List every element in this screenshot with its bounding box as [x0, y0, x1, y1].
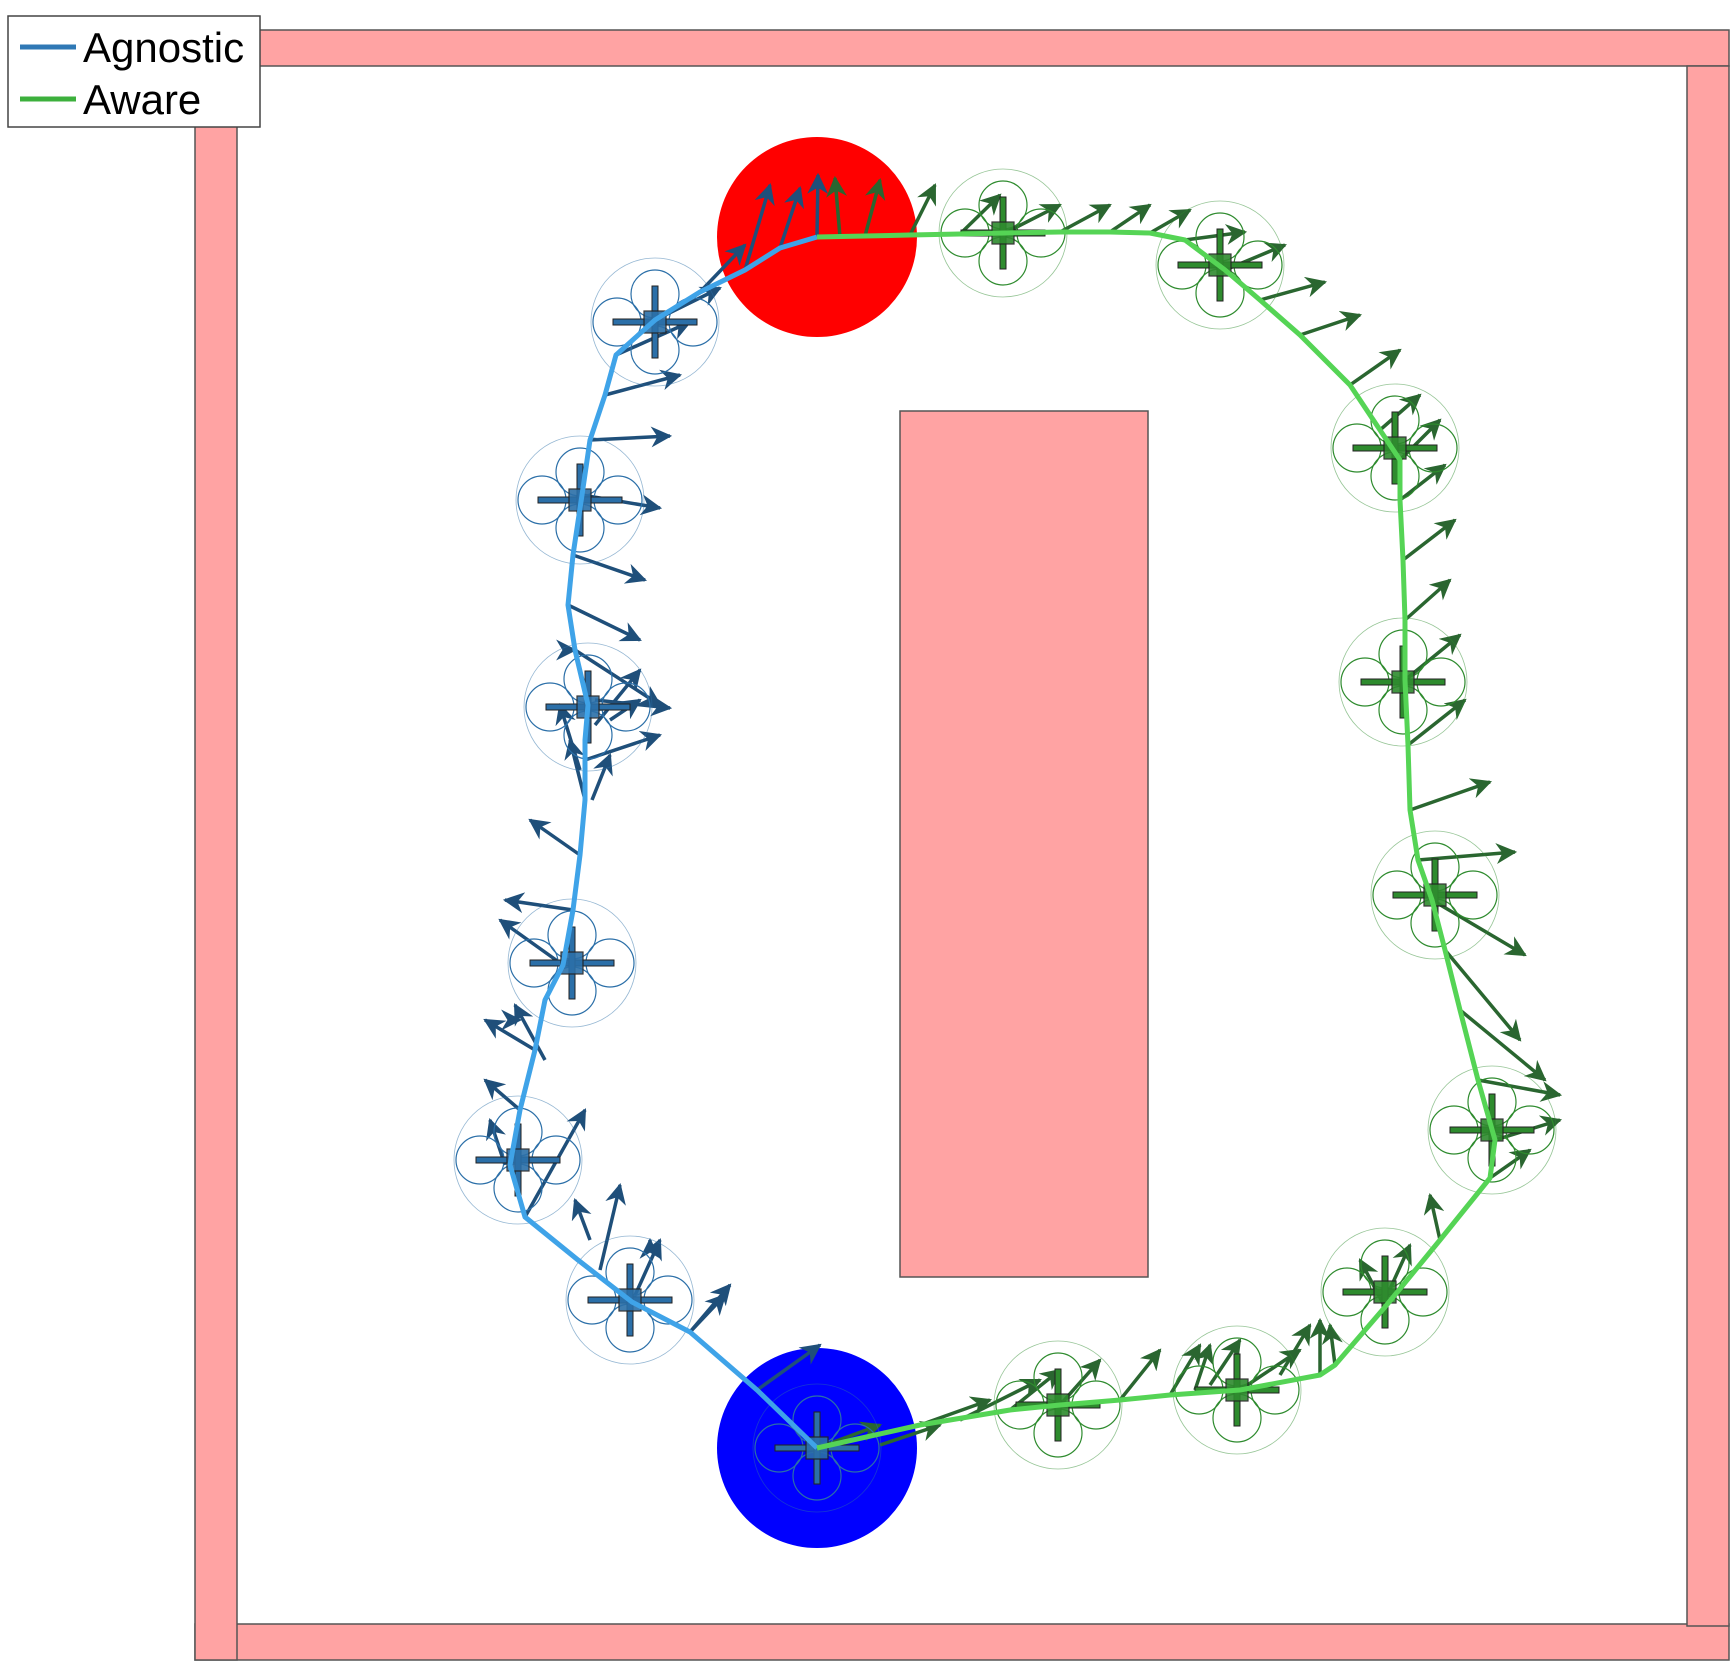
aware-arrow-21: [1458, 1008, 1547, 1082]
legend-box: [7, 15, 261, 128]
wall-top: [194, 29, 1730, 67]
aware-arrow-25: [1409, 778, 1492, 812]
agnostic-arrow-35: [743, 182, 775, 271]
aware-arrow-44: [863, 177, 886, 237]
aware-arrow-37: [1184, 224, 1248, 245]
central-block: [899, 410, 1149, 1278]
aware-arrow-29: [1401, 518, 1457, 562]
aware-arrow-9: [1193, 1343, 1214, 1391]
aware-arrow-43: [908, 183, 937, 236]
aware-arrow-32: [1378, 393, 1422, 432]
aware-arrow-20: [1477, 1078, 1563, 1102]
agnostic-arrow-3: [688, 1293, 727, 1334]
aware-arrow-33: [1348, 348, 1402, 387]
aware-arrow-18: [1488, 1148, 1532, 1180]
wall-bottom: [194, 1623, 1730, 1661]
agnostic-arrow-14: [498, 918, 565, 967]
wall-left: [194, 29, 238, 1661]
agnostic-force-arrows: [483, 172, 829, 1392]
aware-arrow-28: [1403, 578, 1452, 622]
aware-arrow-39: [1109, 203, 1152, 234]
agnostic-arrow-15: [502, 892, 574, 914]
agnostic-arrow-37: [807, 172, 829, 238]
aware-arrow-14: [1321, 1322, 1343, 1366]
aware-arrow-2: [879, 1421, 942, 1447]
aware-arrow-30: [1398, 463, 1447, 502]
agnostic-arrow-2: [755, 1343, 822, 1392]
agnostic-arrow-16: [528, 818, 582, 857]
agnostic-arrow-11: [513, 1003, 547, 1061]
aware-arrow-40: [1059, 203, 1112, 234]
agnostic-arrow-30: [589, 426, 673, 448]
agnostic-arrow-7: [571, 1198, 592, 1241]
agnostic-arrow-34: [698, 243, 747, 294]
agnostic-arrow-27: [567, 603, 642, 642]
agnostic-arrow-28: [572, 553, 647, 584]
legend: Agnostic Aware: [7, 15, 261, 128]
aware-arrow-7: [1118, 1348, 1162, 1402]
agnostic-trajectory: [507, 234, 819, 1450]
aware-arrow-17: [1423, 1192, 1445, 1241]
aware-drone-5: [1370, 830, 1500, 960]
aware-arrow-22: [1443, 948, 1522, 1042]
agnostic-arrow-18: [555, 702, 582, 771]
legend-aware-label: Aware: [83, 76, 201, 123]
aware-arrow-23: [1431, 898, 1527, 957]
wall-right: [1686, 65, 1730, 1627]
agnostic-arrow-21: [590, 753, 613, 801]
agnostic-arrow-24: [584, 731, 662, 762]
aware-arrow-4: [959, 1378, 1042, 1422]
agnostic-arrow-36: [778, 186, 804, 249]
agnostic-arrow-26: [574, 648, 662, 707]
aware-drone-7: [1320, 1227, 1450, 1357]
agnostic-arrow-25: [594, 695, 673, 717]
agnostic-drones: [453, 257, 882, 1513]
aware-arrow-26: [1406, 698, 1467, 747]
agnostic-arrow-12: [483, 1018, 536, 1052]
agnostic-arrow-10: [483, 1078, 522, 1112]
aware-arrow-31: [1398, 418, 1442, 462]
legend-agnostic-label: Agnostic: [83, 24, 244, 71]
aware-arrow-38: [1149, 208, 1192, 235]
aware-arrow-35: [1259, 276, 1328, 302]
aware-arrow-34: [1299, 311, 1362, 337]
aware-arrow-45: [826, 175, 848, 238]
aware-trajectory: [816, 229, 1498, 1451]
aware-arrow-12: [1278, 1323, 1312, 1376]
aware-arrow-10: [1208, 1338, 1242, 1386]
agnostic-arrow-6: [598, 1182, 626, 1271]
